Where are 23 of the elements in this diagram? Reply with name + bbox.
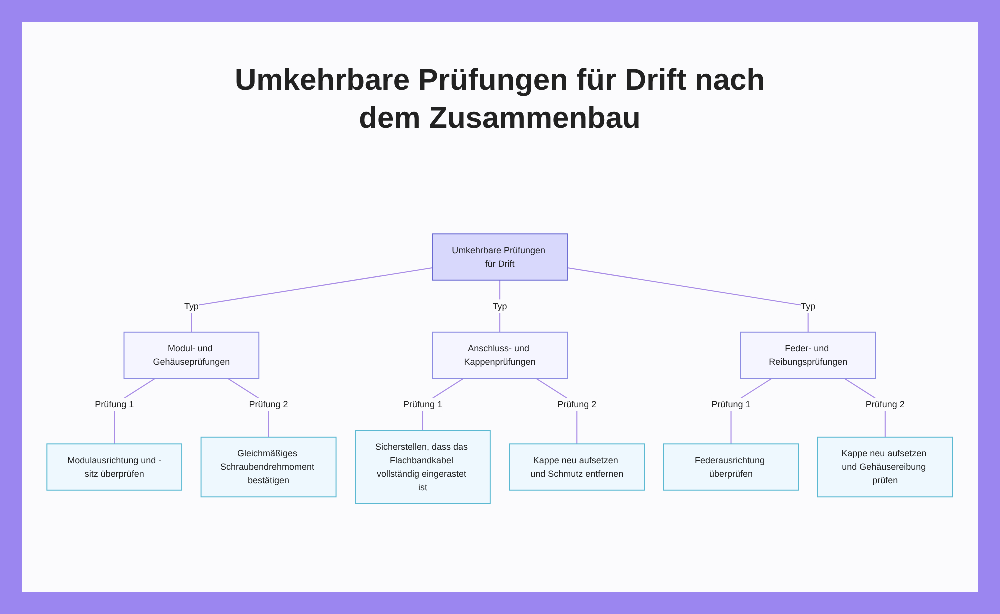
node-box: Umkehrbare Prüfungen für Drift	[432, 234, 568, 282]
edge-label: Prüfung 1	[404, 400, 442, 410]
connector	[567, 268, 809, 333]
edge-label: Prüfung 1	[712, 400, 751, 410]
edge-label: Typ	[801, 301, 816, 312]
edge-label: Prüfung 2	[249, 400, 288, 410]
edge-label: Prüfung 1	[95, 400, 134, 410]
node-box: Anschluss- und Kappenprüfungen	[432, 332, 568, 380]
node-box: Sicherstellen, dass das Flachbandkabel vollständig eingerastet ist	[355, 430, 491, 505]
connector	[500, 280, 501, 333]
node-box: Kappe neu aufsetzen und Gehäusereibung prüfen	[818, 437, 954, 498]
edge-label: Typ	[492, 301, 508, 312]
node-box: Feder- und Reibungsprüfungen	[740, 332, 876, 380]
node-box: Modul- und Gehäuseprüfungen	[124, 332, 260, 380]
node-box: Modulausrichtung und -sitz überprüfen	[46, 444, 182, 492]
edge-label: Prüfung 2	[866, 400, 905, 410]
node-box: Gleichmäßiges Schraubendrehmoment bestätigen	[200, 437, 337, 498]
edge-label: Prüfung 2	[558, 400, 597, 410]
node-box: Federausrichtung überprüfen	[663, 444, 800, 492]
edge-label: Typ	[184, 301, 199, 312]
diagram-title: Umkehrbare Prüfungen für Drift nach dem Zusammenbau	[234, 63, 766, 137]
node-box: Kappe neu aufsetzen und Schmutz entfernen	[509, 444, 646, 492]
connector	[191, 268, 433, 333]
